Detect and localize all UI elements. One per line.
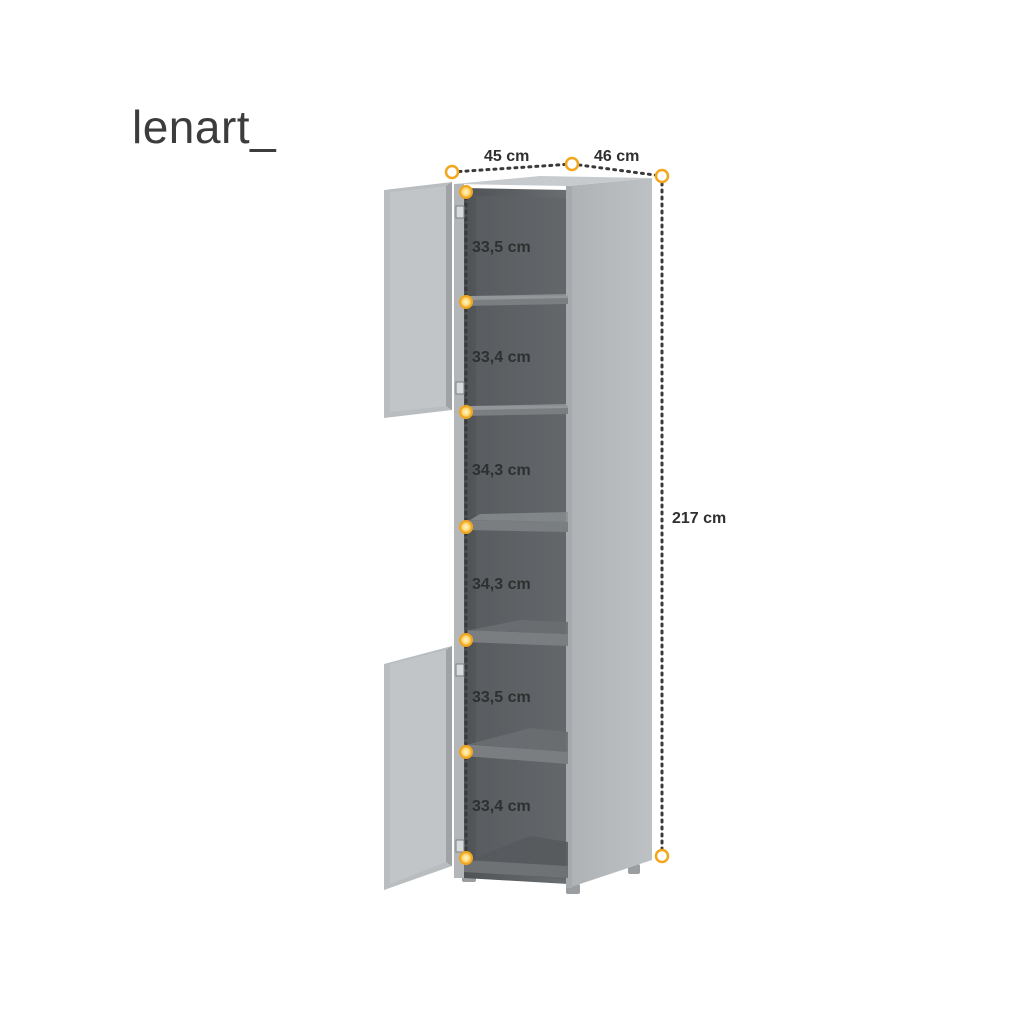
width-line (450, 162, 574, 174)
endpoint-marker (654, 168, 670, 184)
shelf (464, 744, 568, 764)
shelf-top (470, 620, 568, 634)
brand-logo: lenart_ (132, 104, 276, 150)
endpoint-markers (444, 156, 670, 864)
shelf-top (470, 404, 568, 410)
shelf-top (470, 294, 568, 300)
depth-line (570, 162, 664, 178)
cabinet-interior-back (476, 196, 568, 880)
brand-name: lenart (132, 101, 251, 153)
height-label: 217 cm (672, 510, 726, 527)
hinge (455, 205, 465, 219)
compartment-marker (459, 520, 473, 534)
shelves (464, 294, 568, 878)
shelf-top (470, 512, 568, 522)
width-label: 45 cm (484, 148, 529, 165)
shelf (464, 630, 568, 646)
compartment-marker (459, 405, 473, 419)
compartment-marker (459, 851, 473, 865)
hinge (455, 663, 465, 677)
compartment-label: 34,3 cm (472, 462, 531, 479)
hinge (455, 839, 465, 853)
compartment-marker (459, 185, 473, 199)
cabinet-front-edge-right (566, 186, 572, 888)
compartment-marker (459, 633, 473, 647)
brand-suffix: _ (250, 101, 277, 153)
compartment-label: 33,5 cm (472, 239, 531, 256)
hinges (455, 205, 465, 853)
endpoint-marker (564, 156, 580, 172)
compartment-marker (459, 745, 473, 759)
depth-label: 46 cm (594, 148, 639, 165)
cabinet-front-edge (454, 184, 464, 878)
compartment-markers (459, 185, 473, 865)
compartment-label: 33,4 cm (472, 798, 531, 815)
compartment-marker (459, 295, 473, 309)
compartment-label: 33,4 cm (472, 349, 531, 366)
shelf-top (470, 836, 568, 866)
endpoint-marker (444, 164, 460, 180)
hinge (455, 381, 465, 395)
dimension-labels: 45 cm 46 cm 217 cm 33,5 cm 33,4 cm 34,3 … (472, 148, 726, 815)
compartment-label: 33,5 cm (472, 689, 531, 706)
shelf-top (470, 728, 568, 752)
compartment-label: 34,3 cm (472, 576, 531, 593)
upper-door (384, 182, 452, 418)
cabinet-top-panel (454, 176, 652, 186)
lower-door (384, 646, 452, 890)
endpoint-marker (654, 848, 670, 864)
shelf (464, 520, 568, 532)
shelf (464, 860, 568, 878)
cabinet-side-panel (568, 178, 652, 888)
